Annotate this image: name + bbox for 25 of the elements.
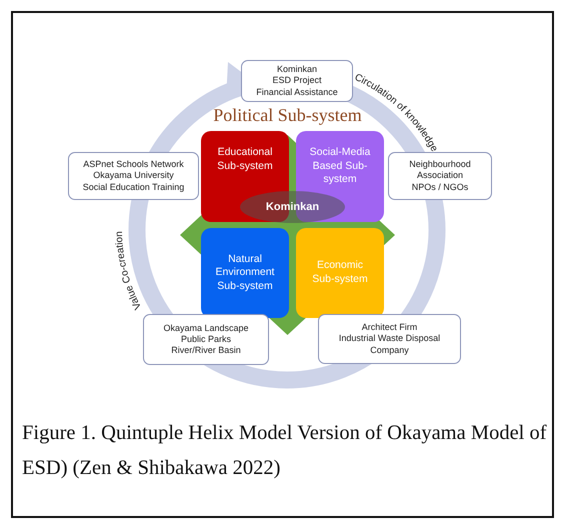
oval-label: Kominkan bbox=[266, 201, 320, 213]
tile-label: Educational Sub-system bbox=[216, 146, 274, 174]
box-text: Okayama University bbox=[93, 170, 174, 182]
box-text: Industrial Waste Disposal Company bbox=[338, 333, 442, 356]
box-text: Social Education Training bbox=[82, 182, 184, 193]
text-box bbox=[318, 314, 461, 364]
figure-caption: Figure 1. Quintuple Helix Model Version of Okayama Model of ESD) (Zen & Shibakawa 2022) bbox=[22, 421, 548, 481]
box-text: NPOs / NGOs bbox=[412, 182, 468, 193]
box-text: Public Parks bbox=[180, 334, 232, 346]
box-text: Financial Assistance bbox=[256, 86, 338, 98]
box-text: Architect Firm bbox=[362, 322, 418, 334]
box-text: Kominkan bbox=[276, 64, 318, 76]
box-text: ASPnet Schools Network bbox=[83, 159, 184, 170]
tile-label: Social-Media Based Sub-system bbox=[309, 146, 371, 187]
text-box bbox=[241, 60, 353, 102]
text-box bbox=[388, 152, 492, 200]
box-text: Neighbourhood Association bbox=[408, 159, 472, 182]
section-title: Political Sub-system bbox=[213, 105, 362, 126]
box-text: Okayama Landscape bbox=[163, 322, 249, 334]
tile-label: Natural Environment Sub-system bbox=[214, 252, 276, 294]
tile-label: Economic Sub-system bbox=[311, 259, 369, 287]
box-text: ESD Project bbox=[272, 75, 322, 87]
text-box bbox=[68, 152, 199, 200]
box-text: River/River Basin bbox=[171, 345, 241, 356]
text-box bbox=[143, 314, 269, 365]
